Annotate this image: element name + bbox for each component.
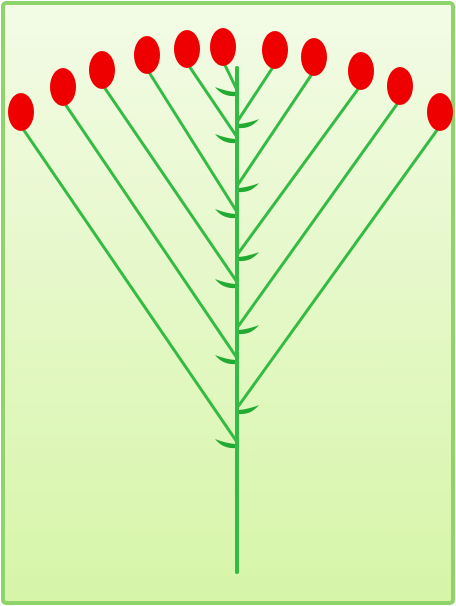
flower [301, 38, 327, 76]
pedicel [235, 69, 316, 188]
bract [215, 439, 235, 449]
bract [239, 183, 259, 193]
flower [427, 93, 453, 131]
bract [239, 119, 259, 129]
pedicel [235, 98, 402, 330]
flower [50, 68, 76, 106]
flowers [8, 28, 453, 131]
flower [262, 31, 288, 69]
pedicel [221, 59, 239, 92]
pedicel [61, 99, 239, 360]
flower [174, 30, 200, 68]
flower [348, 52, 374, 90]
bract [215, 279, 235, 289]
pedicel [185, 61, 239, 139]
pedicels [19, 59, 442, 444]
flower [210, 28, 236, 66]
flower [387, 67, 413, 105]
flower [8, 93, 34, 131]
bracts [215, 87, 259, 449]
flower [134, 36, 160, 74]
bract [215, 209, 235, 219]
pedicel [19, 124, 239, 444]
flower [89, 51, 115, 89]
bract [215, 87, 235, 97]
bract [239, 325, 259, 335]
bract [239, 405, 259, 415]
pedicel [235, 124, 442, 410]
bract [215, 355, 235, 365]
bract [215, 134, 235, 144]
pedicel [100, 82, 239, 284]
pedicel [235, 83, 363, 257]
pedicel [235, 62, 277, 124]
pedicel [145, 67, 239, 214]
bract [239, 252, 259, 262]
